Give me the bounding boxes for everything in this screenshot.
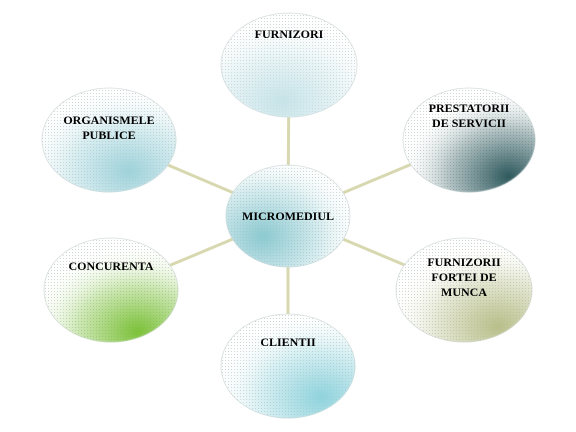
node-micromediul: MICROMEDIUL <box>225 164 351 268</box>
node-prestatorii-shading <box>403 88 535 192</box>
node-prestatorii-label-line: DE SERVICII <box>432 116 506 130</box>
node-clientii-label-line: CLIENTII <box>260 335 316 349</box>
node-furnizorii-fortei-shading <box>396 238 532 342</box>
node-concurenta: CONCURENTA <box>43 237 179 343</box>
node-furnizori: FURNIZORI <box>220 12 358 118</box>
node-prestatorii-label-line: PRESTATORII <box>429 101 510 115</box>
node-clientii: CLIENTII <box>220 313 356 419</box>
node-furnizorii-fortei-label-line: FORTEI DE <box>431 270 496 284</box>
node-clientii-shading <box>221 314 355 418</box>
node-micromediul-shading <box>226 165 350 267</box>
node-furnizori-label-line: FURNIZORI <box>255 27 324 41</box>
node-micromediul-label-line: MICROMEDIUL <box>242 209 334 223</box>
node-organismele-label-line: PUBLICE <box>82 128 135 142</box>
node-organismele-shading <box>42 88 176 192</box>
node-concurenta-label-line: CONCURENTA <box>68 259 153 273</box>
node-organismele-label-line: ORGANISMELE <box>63 113 154 127</box>
node-furnizorii-fortei-label-line: FURNIZORII <box>427 255 501 269</box>
node-furnizorii-fortei-label-line: MUNCA <box>441 285 487 299</box>
node-concurenta-shading <box>44 238 178 342</box>
node-furnizori-shading <box>221 13 357 117</box>
